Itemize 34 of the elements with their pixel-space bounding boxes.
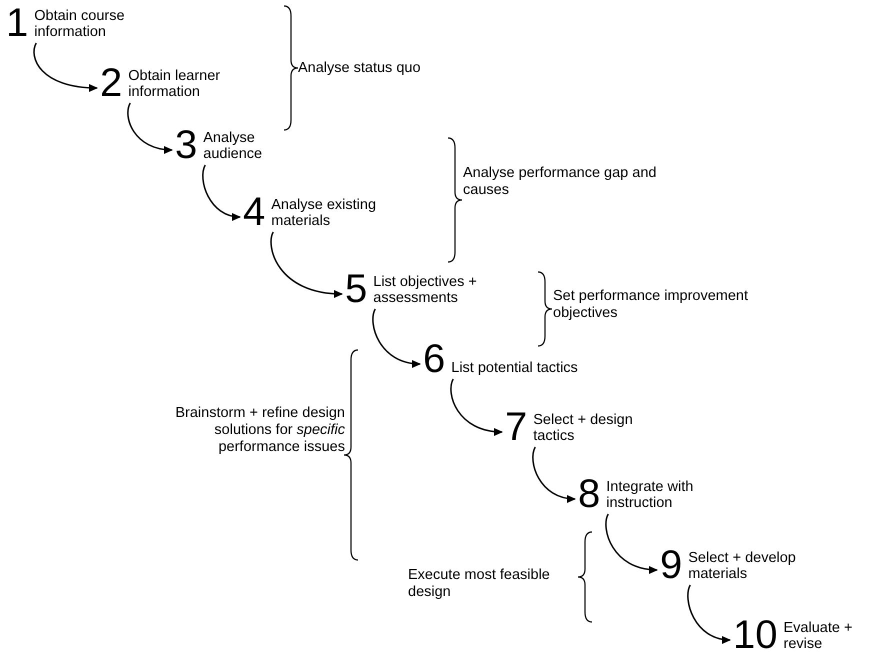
arrow <box>532 446 576 502</box>
step-number: 1 <box>6 6 28 40</box>
arrow <box>372 308 421 368</box>
brace-label: Analyse status quo <box>298 60 422 77</box>
step-number: 2 <box>100 66 122 100</box>
step-label: Select + develop materials <box>688 550 797 582</box>
step-label: List objectives + assessments <box>373 274 478 306</box>
arrow <box>450 378 503 436</box>
arrow <box>687 584 731 644</box>
step-number: 10 <box>733 618 778 652</box>
step-number: 4 <box>243 195 266 229</box>
arrow <box>202 164 241 220</box>
step-label: Obtain course information <box>34 8 126 40</box>
arrow <box>270 232 343 298</box>
step-label: Select + design tactics <box>533 412 634 444</box>
arrow <box>127 102 173 154</box>
step-label: Evaluate + revise <box>784 620 854 652</box>
step-number: 8 <box>578 477 600 511</box>
step-label: Analyse audience <box>203 130 264 162</box>
brace-label: Execute most feasible design <box>408 567 551 601</box>
step-number: 7 <box>505 410 528 444</box>
arrow <box>605 514 658 574</box>
step-number: 5 <box>345 272 368 306</box>
brace-label: Brainstorm + refine design solutions for specific performance issues <box>174 405 345 456</box>
brace-label: Analyse performance gap and causes <box>463 165 658 199</box>
step-number: 9 <box>660 548 682 582</box>
step-label: Analyse existing materials <box>271 197 378 229</box>
step-label: List potential tactics <box>451 360 579 376</box>
step-label: Integrate with instruction <box>606 479 694 511</box>
arrow <box>33 42 98 92</box>
brace-label: Set performance improvement objectives <box>553 288 750 322</box>
step-number: 6 <box>423 342 446 376</box>
step-number: 3 <box>175 128 198 162</box>
step-label: Obtain learner information <box>128 68 222 100</box>
